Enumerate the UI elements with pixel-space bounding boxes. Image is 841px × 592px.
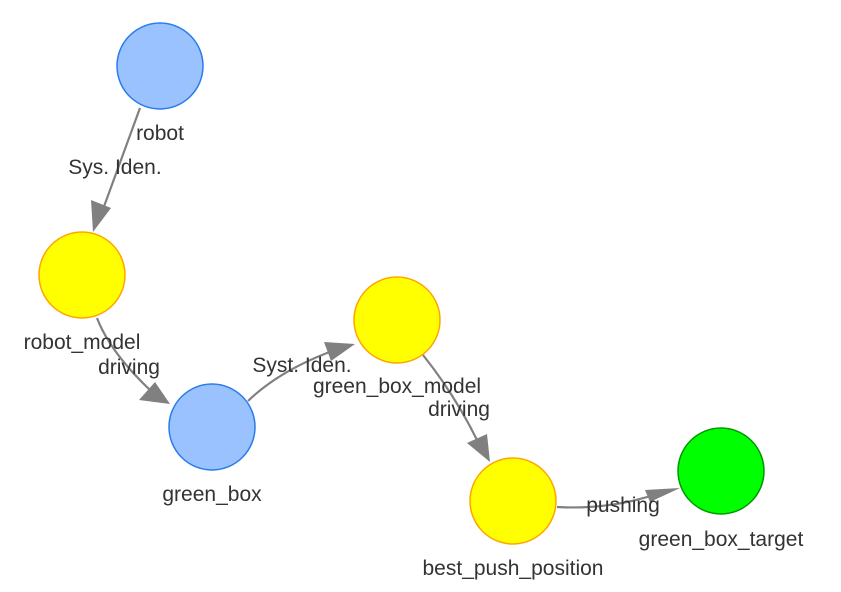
edge-green-box-to-green-box-model <box>247 342 355 402</box>
node-robot-model[interactable] <box>38 231 126 319</box>
node-label-robot-model: robot_model <box>24 331 141 354</box>
edge-robot-to-robot-model <box>91 107 142 232</box>
arrowhead <box>645 488 680 502</box>
node-green-box-model[interactable] <box>353 276 441 364</box>
edge-label-pushing: pushing <box>586 494 660 517</box>
node-label-robot: robot <box>136 122 184 145</box>
node-best-push-position[interactable] <box>469 457 557 545</box>
node-label-green-box: green_box <box>162 483 262 506</box>
node-green-box-target[interactable] <box>677 427 765 515</box>
edge-label-sys-iden: Sys. Iden. <box>68 156 161 179</box>
edge-robot-model-to-green-box <box>95 317 170 404</box>
node-label-green-box-target: green_box_target <box>639 528 804 551</box>
arrowhead <box>91 200 111 232</box>
node-green-box[interactable] <box>168 383 256 471</box>
edge-label-syst-iden: Syst. Iden. <box>252 354 351 377</box>
edge-best-push-position-to-green-box-target <box>556 488 680 509</box>
edge-green-box-model-to-best-push-position <box>422 354 490 462</box>
edge-label-driving-2: driving <box>428 398 490 421</box>
node-label-green-box-model: green_box_model <box>313 375 481 398</box>
edge-label-driving-1: driving <box>98 356 160 379</box>
arrowhead <box>324 342 355 361</box>
arrowhead <box>139 382 170 404</box>
arrowhead <box>467 434 490 462</box>
node-label-best-push-position: best_push_position <box>423 557 604 580</box>
node-robot[interactable] <box>116 22 204 110</box>
